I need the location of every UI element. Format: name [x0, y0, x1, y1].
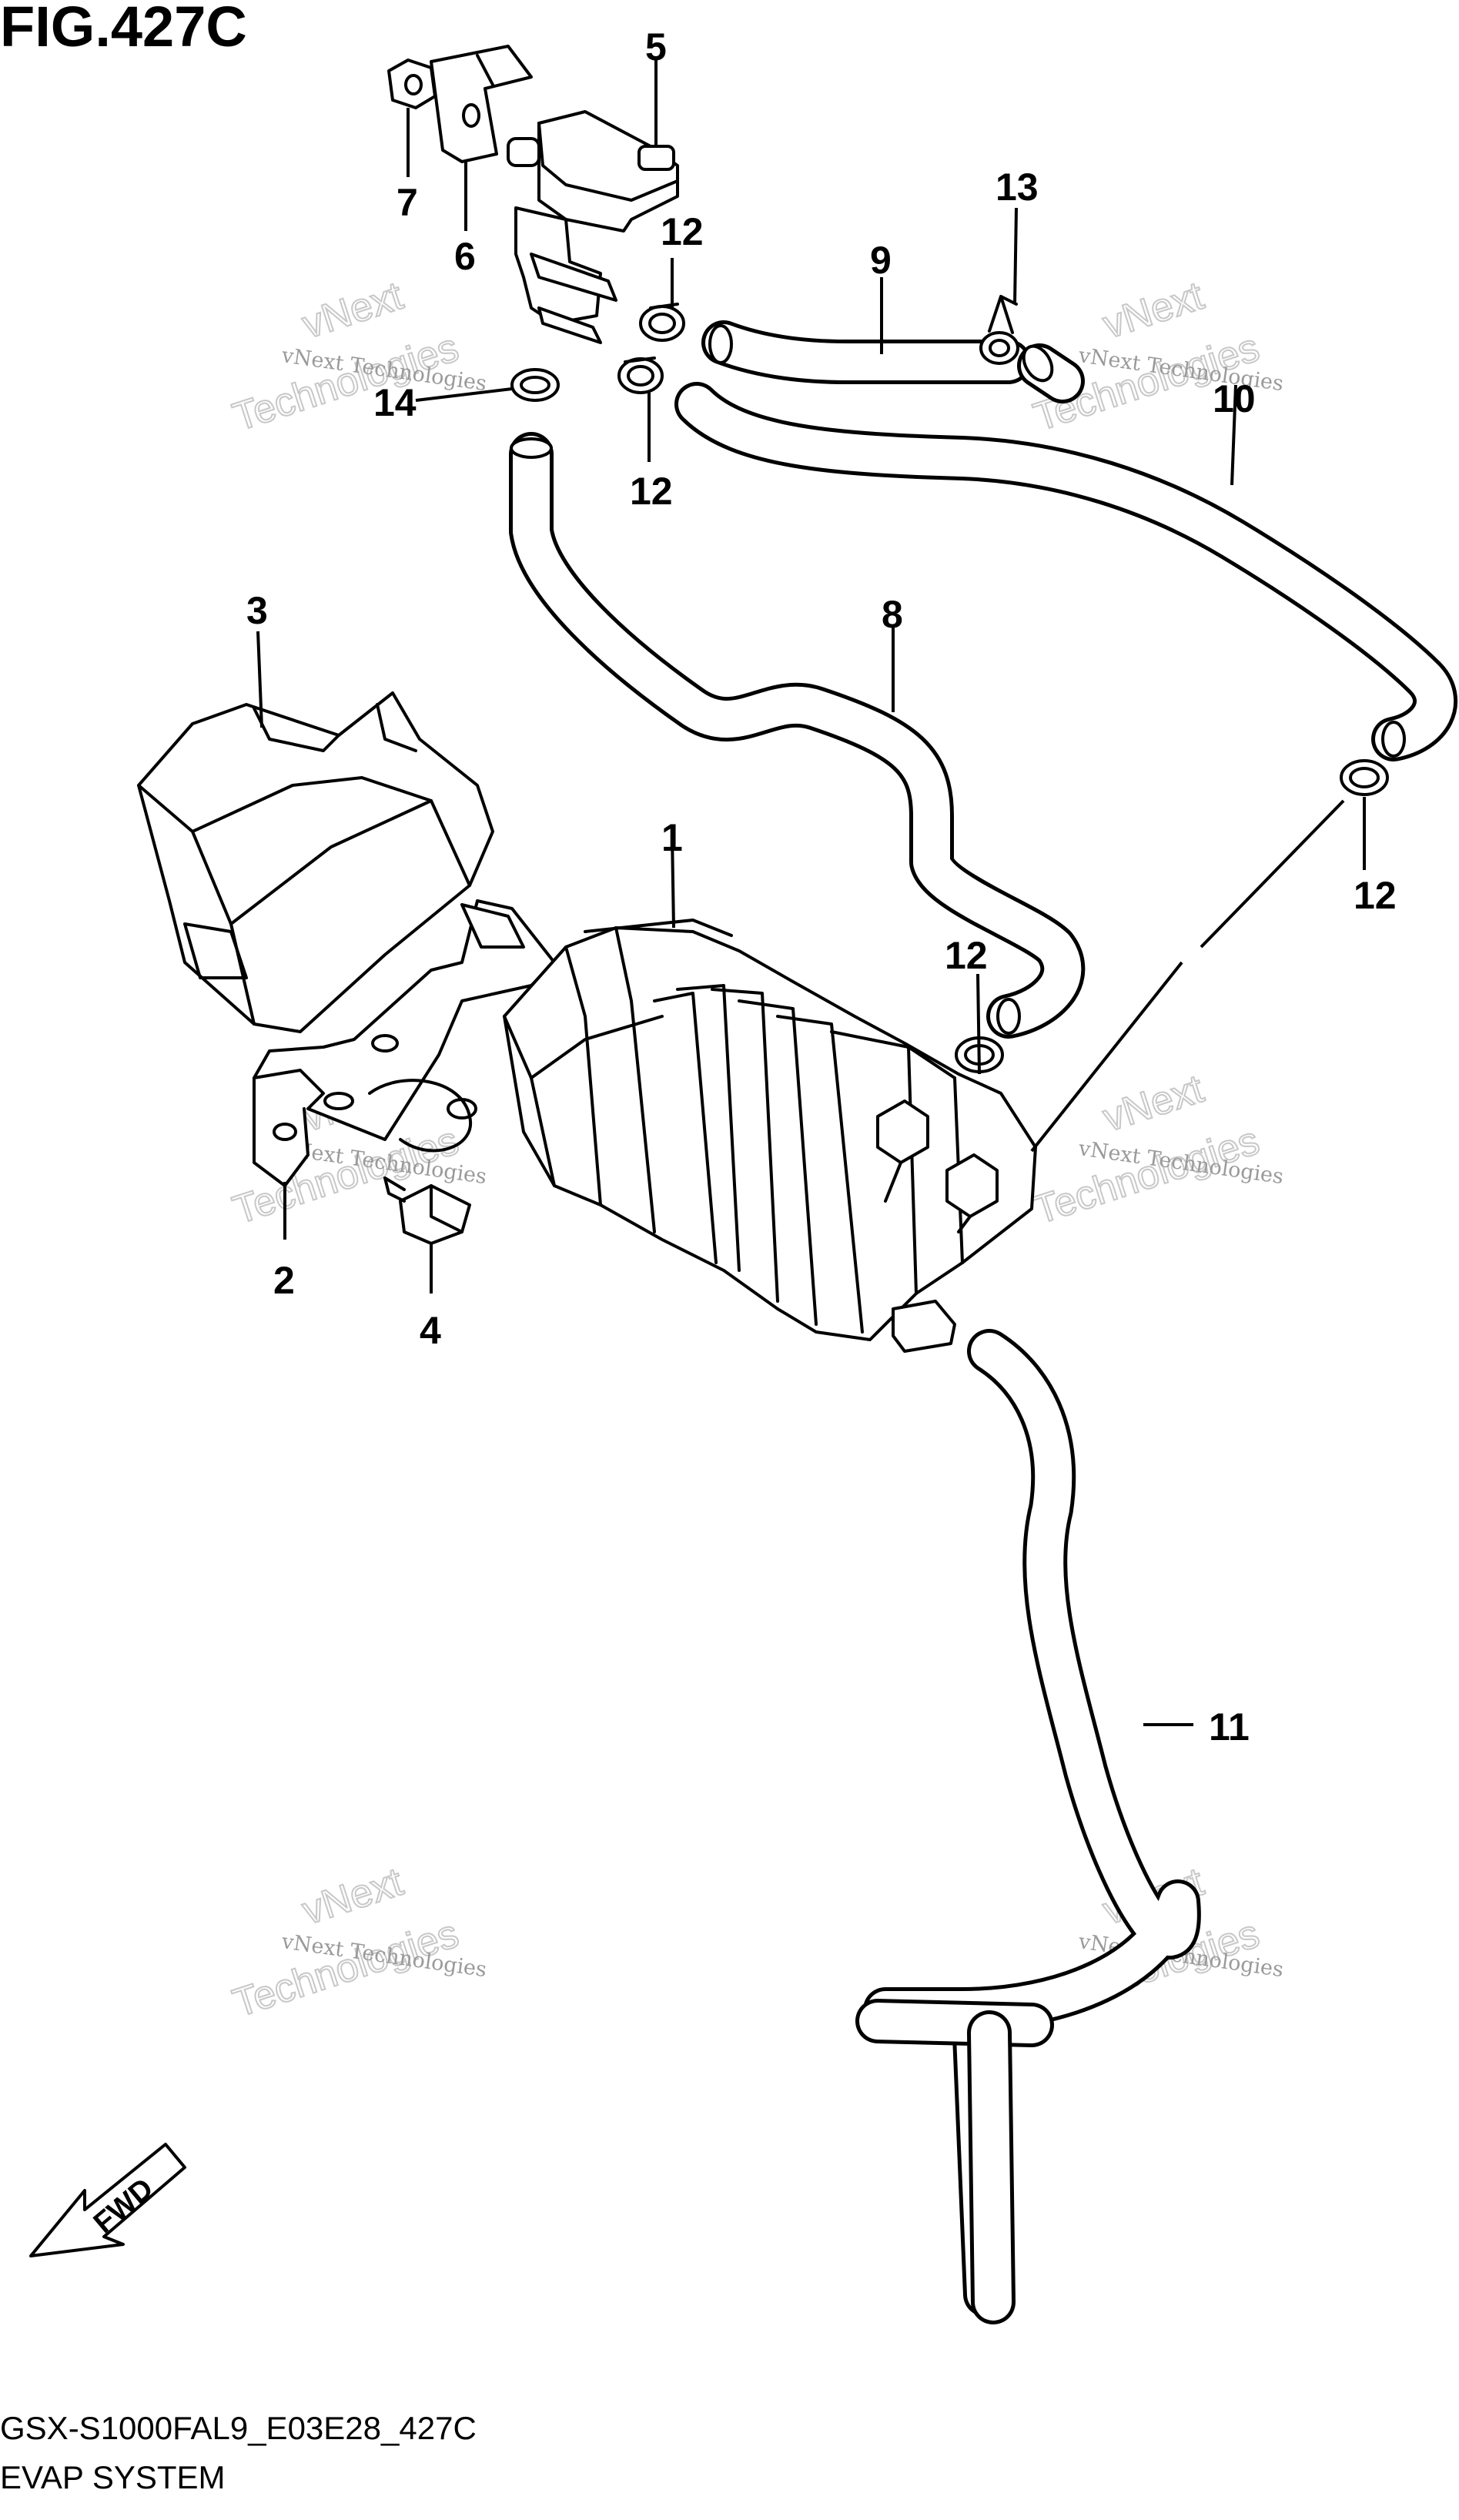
figure-title: FIG.427C — [0, 0, 247, 59]
hose-10 — [674, 343, 1457, 761]
watermark-low-left: vNext Technologies vNext Technologies — [227, 1859, 488, 2026]
callout-6: 6 — [454, 235, 476, 278]
callout-12-lower: 12 — [630, 470, 673, 513]
figure-name: EVAP SYSTEM — [0, 2459, 226, 2495]
watermark-big-word: vNext — [297, 1859, 409, 1933]
part-3-cover — [137, 691, 494, 1033]
clamp-14 — [510, 368, 560, 402]
hose-9 — [701, 320, 1031, 384]
callout-10: 10 — [1213, 377, 1256, 420]
clamp-13 — [979, 295, 1019, 365]
watermark-big-word: vNext — [297, 273, 409, 347]
hose-8 — [509, 432, 1086, 1039]
watermark-big-word: vNext — [1098, 1066, 1210, 1140]
figure-code: GSX-S1000FAL9_E03E28_427C — [0, 2410, 477, 2446]
part-7-nut — [387, 59, 437, 109]
callout-12-right: 12 — [1354, 874, 1397, 917]
callout-5: 5 — [645, 25, 667, 69]
clamp-12-upper — [639, 303, 685, 342]
watermark-top-left: vNext Technologies vNext Technologies — [227, 273, 488, 440]
leader-lines — [256, 58, 1366, 1726]
callout-12-mid: 12 — [945, 934, 988, 977]
part-5-valve — [507, 110, 679, 344]
callout-13: 13 — [996, 166, 1039, 209]
callout-11: 11 — [1209, 1705, 1250, 1749]
callout-14: 14 — [373, 381, 417, 424]
callout-1: 1 — [661, 816, 683, 859]
part-4-bolt — [383, 1176, 471, 1245]
part-1-canister — [503, 919, 1037, 1353]
clamp-12-right — [1340, 759, 1389, 796]
hose-11 — [863, 1329, 1201, 2317]
callout-4: 4 — [420, 1309, 441, 1352]
callout-3: 3 — [246, 589, 268, 632]
callout-7: 7 — [397, 181, 418, 224]
hose-11-tee — [855, 1999, 1054, 2324]
watermark-mid-right: vNext Technologies vNext Technologies — [1028, 1066, 1285, 1233]
part-6-bracket — [430, 45, 533, 163]
callout-2: 2 — [273, 1259, 295, 1302]
callout-12-upper: 12 — [661, 210, 704, 253]
clamp-12-lower — [617, 356, 664, 394]
callout-9: 9 — [870, 239, 892, 282]
callout-8: 8 — [882, 593, 903, 636]
fwd-arrow-icon: FWD — [29, 2143, 186, 2257]
watermark-big-word: vNext — [1098, 273, 1210, 347]
